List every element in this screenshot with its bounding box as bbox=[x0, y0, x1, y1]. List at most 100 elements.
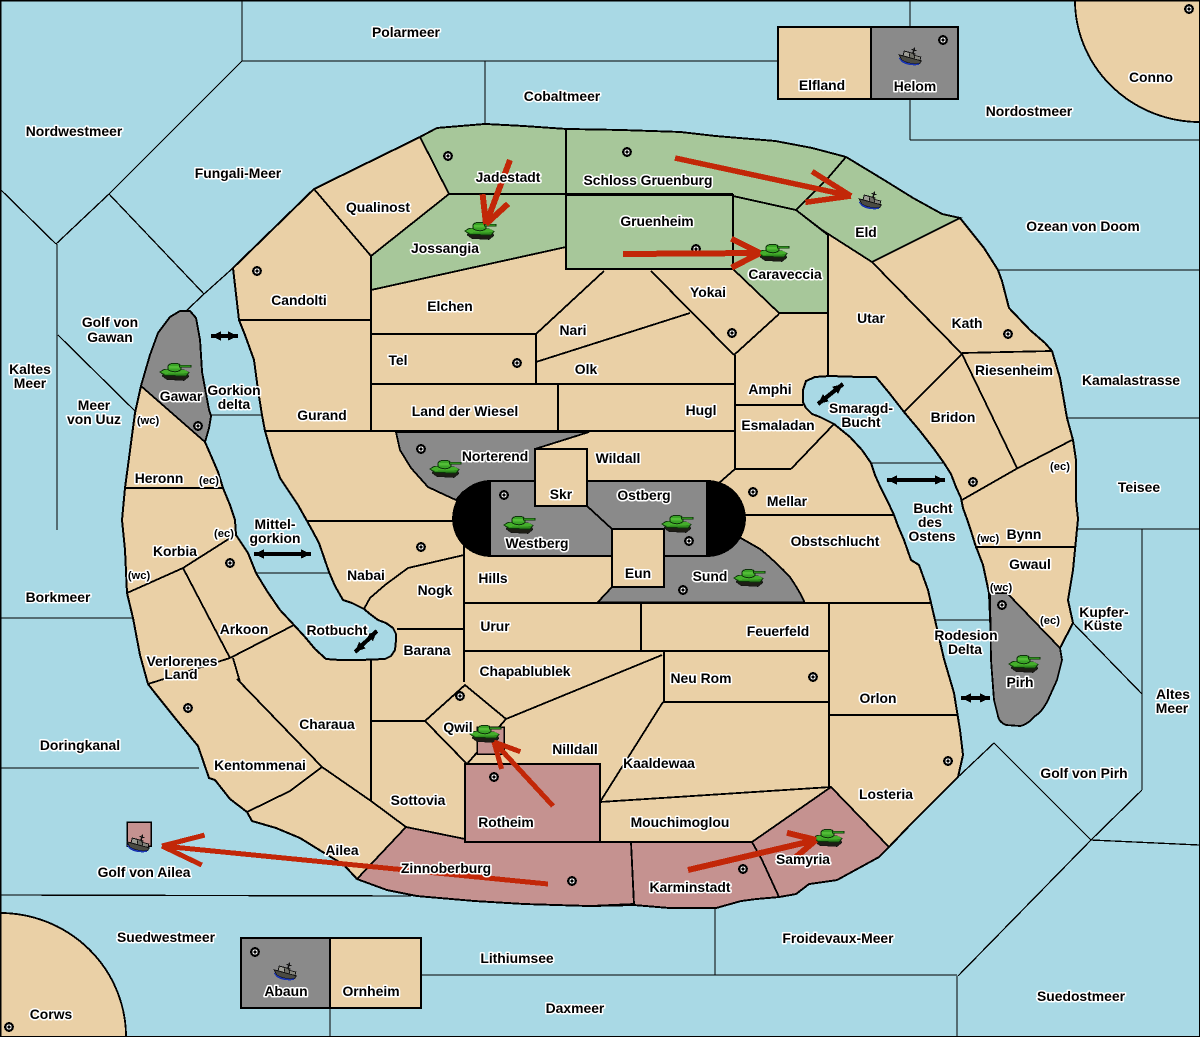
svg-text:Delta: Delta bbox=[948, 641, 982, 657]
svg-text:Samyria: Samyria bbox=[776, 851, 830, 867]
svg-text:Neu Rom: Neu Rom bbox=[671, 670, 732, 686]
svg-text:Riesenheim: Riesenheim bbox=[975, 362, 1053, 378]
svg-text:Gruenheim: Gruenheim bbox=[620, 213, 693, 229]
svg-text:Obstschlucht: Obstschlucht bbox=[791, 533, 880, 549]
svg-text:(wc): (wc) bbox=[977, 533, 1000, 545]
svg-text:Ozean von Doom: Ozean von Doom bbox=[1026, 218, 1139, 234]
svg-text:Nabai: Nabai bbox=[347, 567, 385, 583]
svg-text:Bynn: Bynn bbox=[1007, 526, 1042, 542]
svg-text:delta: delta bbox=[218, 396, 251, 412]
svg-text:Kath: Kath bbox=[952, 315, 983, 331]
svg-text:Chapablublek: Chapablublek bbox=[479, 663, 570, 679]
svg-text:Jossangia: Jossangia bbox=[411, 240, 479, 256]
svg-text:Jadestadt: Jadestadt bbox=[476, 169, 541, 185]
svg-text:Westberg: Westberg bbox=[505, 535, 568, 551]
svg-text:Kaltes: Kaltes bbox=[9, 361, 51, 377]
svg-text:Kamalastrasse: Kamalastrasse bbox=[1082, 372, 1180, 388]
svg-text:Tel: Tel bbox=[388, 352, 407, 368]
svg-text:Froidevaux-Meer: Froidevaux-Meer bbox=[782, 930, 894, 946]
svg-text:Polarmeer: Polarmeer bbox=[372, 24, 441, 40]
svg-text:Losteria: Losteria bbox=[859, 786, 913, 802]
svg-text:Golf von: Golf von bbox=[82, 314, 138, 330]
svg-text:(wc): (wc) bbox=[128, 570, 151, 582]
svg-text:Arkoon: Arkoon bbox=[220, 621, 269, 637]
svg-text:Olk: Olk bbox=[575, 361, 598, 377]
svg-text:Suedostmeer: Suedostmeer bbox=[1037, 988, 1126, 1004]
svg-text:Golf von Pirh: Golf von Pirh bbox=[1040, 765, 1127, 781]
svg-text:Charaua: Charaua bbox=[299, 716, 355, 732]
svg-text:Meer: Meer bbox=[1156, 700, 1189, 716]
svg-text:Gurand: Gurand bbox=[297, 407, 346, 423]
svg-text:Kupfer-: Kupfer- bbox=[1079, 604, 1129, 620]
svg-text:Altes: Altes bbox=[1156, 686, 1190, 702]
svg-text:Ostberg: Ostberg bbox=[617, 487, 670, 503]
svg-text:Wildall: Wildall bbox=[596, 450, 641, 466]
svg-text:Kentommenai: Kentommenai bbox=[214, 757, 306, 773]
svg-text:Barana: Barana bbox=[403, 642, 450, 658]
svg-text:Abaun: Abaun bbox=[264, 983, 307, 999]
svg-text:Candolti: Candolti bbox=[271, 292, 327, 308]
svg-text:Zinnoberburg: Zinnoberburg bbox=[401, 860, 491, 876]
svg-text:Verlorenes: Verlorenes bbox=[146, 653, 217, 669]
svg-text:Rodesion: Rodesion bbox=[934, 627, 997, 643]
svg-text:Feuerfeld: Feuerfeld bbox=[747, 623, 810, 639]
svg-text:Smaragd-: Smaragd- bbox=[829, 400, 893, 416]
svg-text:Gorkion: Gorkion bbox=[207, 382, 260, 398]
svg-text:Nordostmeer: Nordostmeer bbox=[986, 103, 1073, 119]
svg-text:Nari: Nari bbox=[559, 322, 586, 338]
svg-text:(ec): (ec) bbox=[199, 475, 219, 487]
svg-text:Corws: Corws bbox=[30, 1006, 73, 1022]
svg-text:(ec): (ec) bbox=[1050, 461, 1070, 473]
svg-text:Mellar: Mellar bbox=[767, 493, 808, 509]
svg-text:Esmaladan: Esmaladan bbox=[741, 417, 814, 433]
svg-text:Meer: Meer bbox=[78, 397, 111, 413]
svg-text:Skr: Skr bbox=[550, 486, 573, 502]
svg-text:Mouchimoglou: Mouchimoglou bbox=[631, 814, 730, 830]
svg-text:Elfland: Elfland bbox=[799, 77, 845, 93]
svg-text:Doringkanal: Doringkanal bbox=[40, 737, 120, 753]
svg-text:Teisee: Teisee bbox=[1118, 479, 1160, 495]
svg-text:(ec): (ec) bbox=[1040, 615, 1060, 627]
svg-text:Eun: Eun bbox=[625, 565, 651, 581]
svg-text:Heronn: Heronn bbox=[135, 470, 184, 486]
svg-text:Hugl: Hugl bbox=[686, 402, 717, 418]
svg-text:Suedwestmeer: Suedwestmeer bbox=[117, 929, 216, 945]
svg-text:von Uuz: von Uuz bbox=[67, 411, 121, 427]
svg-text:Land der Wiesel: Land der Wiesel bbox=[412, 403, 518, 419]
svg-text:Qualinost: Qualinost bbox=[346, 199, 410, 215]
svg-text:Korbia: Korbia bbox=[153, 543, 197, 559]
svg-text:Rotheim: Rotheim bbox=[478, 814, 534, 830]
svg-text:Caraveccia: Caraveccia bbox=[748, 266, 822, 282]
svg-text:Bucht: Bucht bbox=[913, 500, 953, 516]
svg-text:des: des bbox=[918, 514, 942, 530]
svg-text:Meer: Meer bbox=[14, 375, 47, 391]
svg-text:Gawar: Gawar bbox=[160, 388, 203, 404]
svg-text:Qwil: Qwil bbox=[443, 719, 472, 735]
svg-text:Elchen: Elchen bbox=[427, 298, 473, 314]
svg-text:Lithiumsee: Lithiumsee bbox=[480, 950, 554, 966]
svg-text:Urur: Urur bbox=[480, 618, 510, 634]
svg-text:Utar: Utar bbox=[857, 310, 885, 326]
svg-text:Cobaltmeer: Cobaltmeer bbox=[524, 88, 601, 104]
svg-text:Sottovia: Sottovia bbox=[391, 792, 446, 808]
svg-text:Kaaldewaa: Kaaldewaa bbox=[623, 755, 695, 771]
svg-text:Borkmeer: Borkmeer bbox=[26, 589, 91, 605]
svg-text:Norterend: Norterend bbox=[462, 448, 528, 464]
svg-text:Schloss Gruenburg: Schloss Gruenburg bbox=[584, 172, 713, 188]
svg-text:Daxmeer: Daxmeer bbox=[546, 1000, 605, 1016]
svg-text:(ec): (ec) bbox=[214, 528, 234, 540]
svg-text:Conno: Conno bbox=[1129, 69, 1173, 85]
svg-text:Ostens: Ostens bbox=[908, 528, 955, 544]
svg-text:Amphi: Amphi bbox=[748, 381, 791, 397]
svg-text:Hills: Hills bbox=[478, 570, 508, 586]
svg-text:Sund: Sund bbox=[693, 568, 728, 584]
svg-text:Bridon: Bridon bbox=[931, 409, 976, 425]
svg-text:Pirh: Pirh bbox=[1006, 674, 1033, 690]
svg-text:Karminstadt: Karminstadt bbox=[649, 879, 730, 895]
svg-text:Land: Land bbox=[164, 666, 197, 682]
svg-text:(wc): (wc) bbox=[137, 415, 160, 427]
svg-text:Helom: Helom bbox=[894, 78, 936, 94]
svg-text:Gawan: Gawan bbox=[87, 329, 133, 345]
svg-text:Yokai: Yokai bbox=[690, 284, 726, 300]
svg-text:Fungali-Meer: Fungali-Meer bbox=[195, 165, 282, 181]
